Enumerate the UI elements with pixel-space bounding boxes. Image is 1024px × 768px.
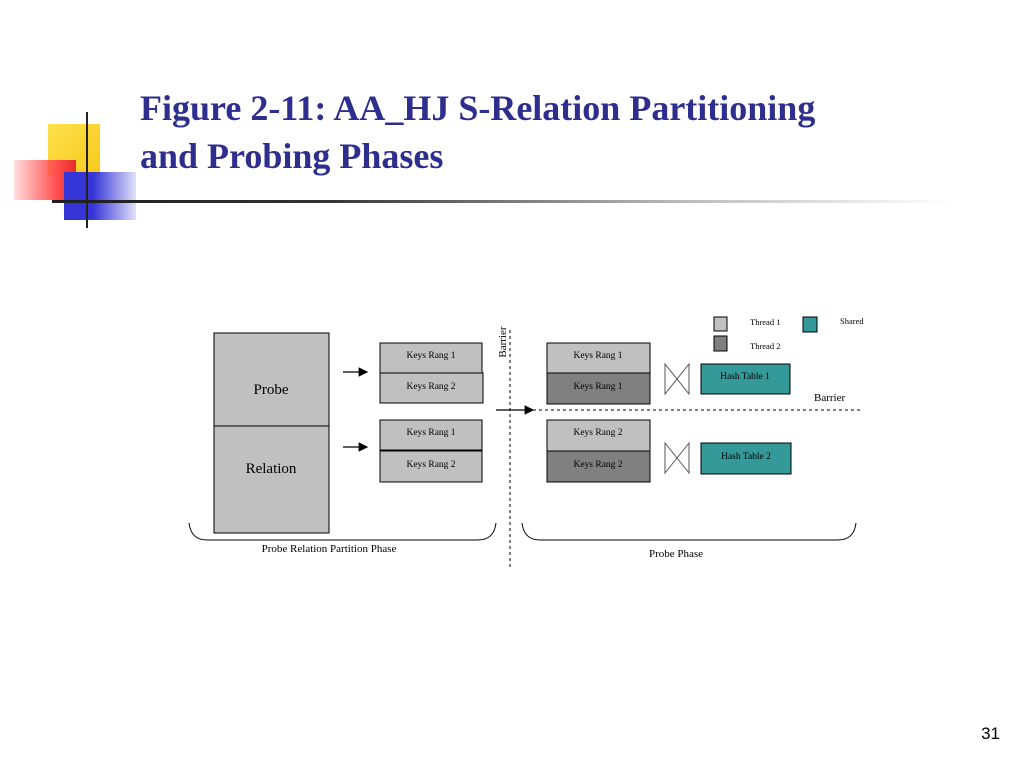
legend-thread2-label: Thread 2 xyxy=(750,341,780,351)
partition-2-key-range-2: Keys Rang 2 xyxy=(406,460,455,470)
probe-pair-2-thread2: Keys Rang 2 xyxy=(573,460,622,470)
relation-label: Relation xyxy=(246,461,297,477)
vertical-barrier-label: Barrier xyxy=(497,326,509,357)
legend-thread2-swatch xyxy=(713,335,728,352)
probe-pair-1: Keys Rang 1 Keys Rang 1 xyxy=(546,342,651,405)
slide-title: Figure 2-11: AA_HJ S-Relation Partitioni… xyxy=(140,84,1000,180)
probe-pair-2: Keys Rang 2 Keys Rang 2 xyxy=(546,419,651,483)
bowtie-icon xyxy=(664,441,690,475)
partition-group-1: Keys Rang 1 Keys Rang 2 xyxy=(379,342,484,404)
legend-thread1-label: Thread 1 xyxy=(750,317,780,327)
probe-phase-brace xyxy=(521,522,857,541)
page-number: 31 xyxy=(981,724,1000,743)
partition-2-key-range-1: Keys Rang 1 xyxy=(406,428,455,438)
partition-phase-label: Probe Relation Partition Phase xyxy=(262,543,397,555)
legend: Thread 1 Thread 2 Shared xyxy=(713,316,864,352)
partition-1-key-range-2: Keys Rang 2 xyxy=(406,382,455,392)
legend-shared-swatch xyxy=(802,316,818,333)
title-underline xyxy=(52,200,952,203)
hash-table-1-label: Hash Table 1 xyxy=(720,372,770,382)
bowtie-icon xyxy=(664,362,690,396)
probe-pair-2-thread1: Keys Rang 2 xyxy=(573,428,622,438)
slide-title-line-1: Figure 2-11: AA_HJ S-Relation Partitioni… xyxy=(140,88,816,128)
decor-vertical-line xyxy=(86,112,88,228)
hash-table-1: Hash Table 1 xyxy=(700,363,791,395)
hash-table-2: Hash Table 2 xyxy=(700,442,792,475)
legend-shared-label: Shared xyxy=(840,316,864,326)
slide-title-line-2: and Probing Phases xyxy=(140,136,444,176)
probe-pair-1-thread2: Keys Rang 1 xyxy=(573,382,622,392)
decor-blue-square xyxy=(64,172,136,220)
probe-relation-block: Probe Relation xyxy=(213,332,330,534)
probe-label: Probe xyxy=(254,382,289,398)
partition-phase-brace xyxy=(188,522,497,541)
partition-1-key-range-1: Keys Rang 1 xyxy=(406,351,455,361)
probe-phase-label: Probe Phase xyxy=(649,548,703,560)
legend-thread1-swatch xyxy=(713,316,728,332)
hash-table-2-label: Hash Table 2 xyxy=(721,452,771,462)
partition-group-2: Keys Rang 1 Keys Rang 2 xyxy=(379,419,483,483)
probe-pair-1-thread1: Keys Rang 1 xyxy=(573,351,622,361)
horizontal-barrier-label: Barrier xyxy=(814,392,845,404)
